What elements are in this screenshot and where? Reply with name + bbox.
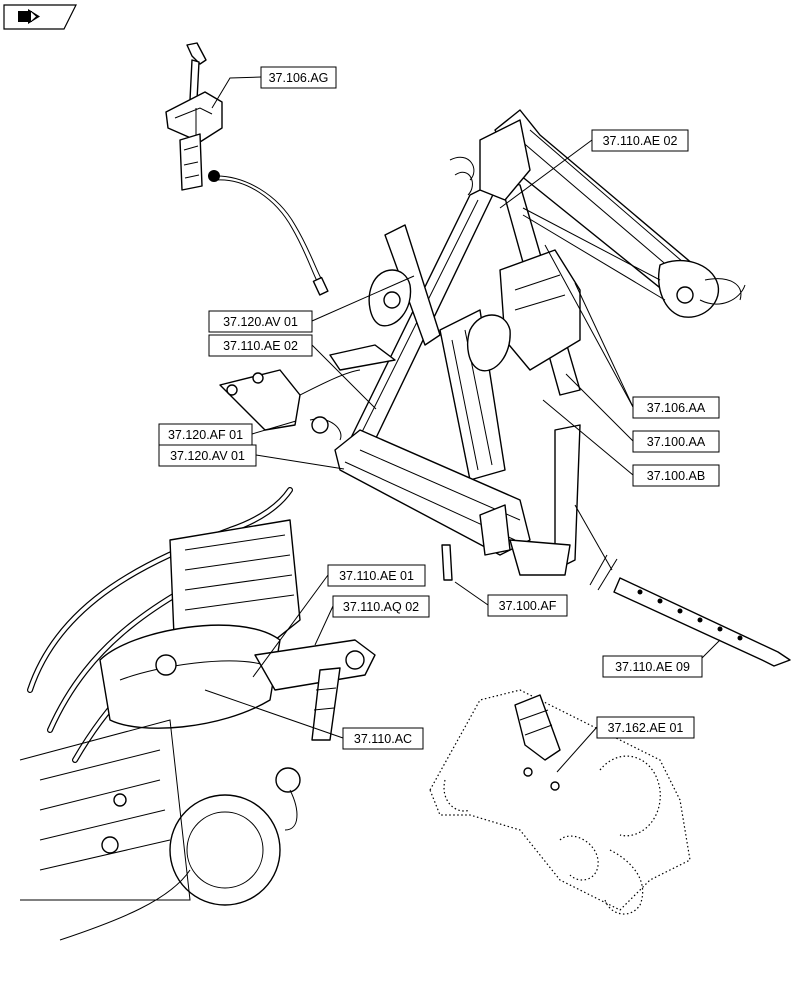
callout-label: 37.110.AE 02 (603, 134, 678, 148)
exploded-parts-diagram (19, 42, 791, 941)
leader-lines (204, 76, 721, 773)
callout-37-100-ab[interactable]: 37.100.AB (632, 464, 720, 487)
callout-label: 37.162.AE 01 (608, 721, 684, 735)
hitch-bracket-part (429, 689, 691, 915)
callout-label: 37.106.AA (647, 401, 706, 415)
callout-37-110-aq-02[interactable]: 37.110.AQ 02 (332, 595, 430, 618)
callout-37-110-ae-01[interactable]: 37.110.AE 01 (327, 564, 426, 587)
callout-label: 37.110.AC (354, 732, 412, 746)
callout-37-120-af-01[interactable]: 37.120.AF 01 (158, 423, 253, 446)
callout-37-110-ae-02-left[interactable]: 37.110.AE 02 (208, 334, 313, 357)
callout-37-106-ag[interactable]: 37.106.AG (260, 66, 337, 89)
transmission-housing-part (19, 487, 376, 941)
callout-37-106-aa[interactable]: 37.106.AA (632, 396, 720, 419)
callout-label: 37.100.AB (647, 469, 705, 483)
forward-arrow-icon (18, 9, 40, 24)
upper-link-arm-part (494, 109, 746, 318)
callout-37-110-ac[interactable]: 37.110.AC (342, 727, 424, 750)
callout-label: 37.110.AQ 02 (343, 600, 419, 614)
callout-37-120-av-01-lower[interactable]: 37.120.AV 01 (158, 444, 257, 467)
linkage-frame-part (219, 119, 581, 581)
callout-label: 37.120.AV 01 (223, 315, 298, 329)
control-lever-part (165, 42, 329, 296)
callout-label: 37.106.AG (269, 71, 329, 85)
callout-label: 37.100.AA (647, 435, 706, 449)
callout-37-100-aa[interactable]: 37.100.AA (632, 430, 720, 453)
callout-37-110-ae-02-top[interactable]: 37.110.AE 02 (591, 129, 689, 152)
nav-button[interactable] (3, 4, 77, 30)
callout-label: 37.120.AV 01 (170, 449, 245, 463)
callout-label: 37.110.AE 09 (615, 660, 690, 674)
callout-label: 37.100.AF (499, 599, 557, 613)
callout-37-110-ae-09[interactable]: 37.110.AE 09 (602, 655, 703, 678)
drawbar-part (613, 577, 791, 667)
callout-37-120-av-01-upper[interactable]: 37.120.AV 01 (208, 310, 313, 333)
callout-label: 37.110.AE 02 (223, 339, 298, 353)
callout-37-162-ae-01[interactable]: 37.162.AE 01 (596, 716, 695, 739)
callout-label: 37.110.AE 01 (339, 569, 414, 583)
callout-label: 37.120.AF 01 (168, 428, 243, 442)
callout-37-100-af[interactable]: 37.100.AF (487, 594, 568, 617)
